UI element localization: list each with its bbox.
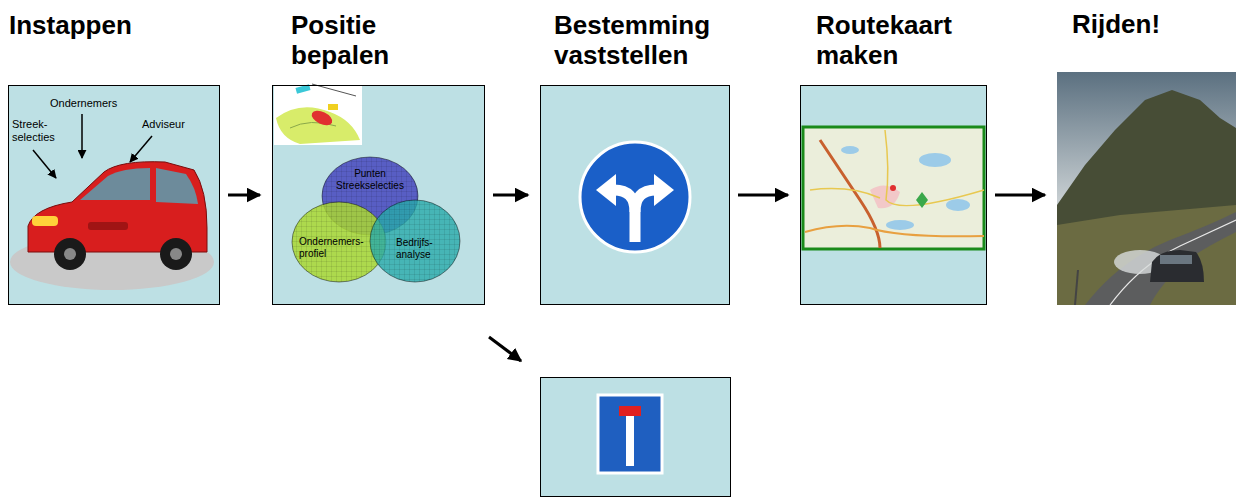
- fork-sign: [580, 142, 690, 252]
- car-wheel: [160, 238, 192, 270]
- photo-sky: [1057, 72, 1236, 305]
- step-panel: Routekaart maken: [800, 85, 987, 305]
- map-icon: [274, 78, 362, 145]
- panel-ground: [272, 85, 485, 305]
- step-heading: Instappen: [9, 11, 184, 41]
- car-wheel: [54, 238, 86, 270]
- circle-grid: [370, 200, 460, 282]
- branch-arrow: [489, 337, 521, 361]
- flow-arrow: [493, 194, 528, 197]
- car-headlight: [32, 216, 58, 226]
- car-hub: [170, 248, 182, 260]
- panel-ground: [800, 85, 987, 305]
- map-road: [810, 189, 880, 198]
- car-hub: [64, 248, 76, 260]
- car-window: [80, 168, 150, 200]
- map-icon-area: [276, 107, 360, 144]
- car-body: [28, 162, 207, 252]
- panel-ground: [540, 85, 730, 305]
- step-panel: Bestemming vaststellen: [540, 85, 730, 305]
- sign-stem: [626, 416, 634, 466]
- flow-arrow: [738, 194, 788, 197]
- step-panel: Rijden!: [1057, 72, 1236, 305]
- step-heading: Positie bepalen: [291, 11, 466, 71]
- circle-label: Punten Streekselecties: [325, 168, 415, 191]
- sign-bar: [619, 406, 641, 416]
- step-heading: Rijden!: [1072, 10, 1232, 40]
- road-photo: [1057, 72, 1236, 305]
- map-lake: [841, 146, 859, 154]
- sign-arrow: [635, 190, 656, 212]
- flow-arrow: [228, 194, 260, 197]
- step-heading: Routekaart maken: [816, 11, 991, 71]
- map-icon-mark: [328, 104, 338, 110]
- map-icon-ground: [274, 78, 362, 145]
- dead-end-sign: [598, 395, 662, 473]
- dead-end-box: [541, 378, 731, 497]
- pointer-arrow: [81, 114, 83, 158]
- map-road: [885, 130, 984, 206]
- sign-arrow: [614, 190, 635, 242]
- venn-circle: Bedrijfs- analyse: [369, 199, 461, 283]
- circle-fill: [370, 200, 460, 282]
- photo-grass: [1057, 205, 1236, 305]
- sign-arrowhead: [654, 174, 674, 206]
- panel-ground: [8, 85, 220, 305]
- map-lake: [919, 153, 951, 167]
- map-mark: [916, 192, 928, 208]
- step-panel: Instappen: [8, 85, 220, 305]
- map-lake: [886, 220, 914, 230]
- map-lake: [946, 199, 970, 211]
- photo-car: [1150, 250, 1204, 282]
- step-heading: Bestemming vaststellen: [554, 11, 729, 71]
- car-illustration: [10, 114, 214, 290]
- map-pin: [890, 185, 896, 191]
- circle-label: Ondernemers- profiel: [299, 236, 371, 259]
- car-window: [156, 168, 198, 204]
- actor-label: Ondernemers: [50, 97, 130, 110]
- sign-disc: [580, 142, 690, 252]
- flow-arrow: [995, 194, 1045, 197]
- sign-arrowhead: [596, 174, 616, 206]
- circle-label: Bedrijfs- analyse: [396, 237, 451, 260]
- sign-plate: [598, 395, 662, 473]
- map-road: [805, 226, 984, 237]
- actor-label: Adviseur: [142, 118, 212, 131]
- pointer-arrow: [130, 136, 152, 162]
- car-grille: [88, 222, 128, 230]
- map-frame: [803, 127, 984, 249]
- actor-label: Streek- selecties: [12, 118, 60, 143]
- pointer-arrow: [33, 150, 56, 178]
- step-panel: Positie bepalenPunten StreekselectiesOnd…: [272, 85, 485, 305]
- photo-post: [1075, 270, 1078, 305]
- route-map: [803, 127, 984, 249]
- photo-car-window: [1160, 255, 1192, 264]
- photo-road: [1085, 212, 1236, 305]
- photo-road-line: [1110, 220, 1236, 305]
- map-icon-mark: [309, 108, 334, 128]
